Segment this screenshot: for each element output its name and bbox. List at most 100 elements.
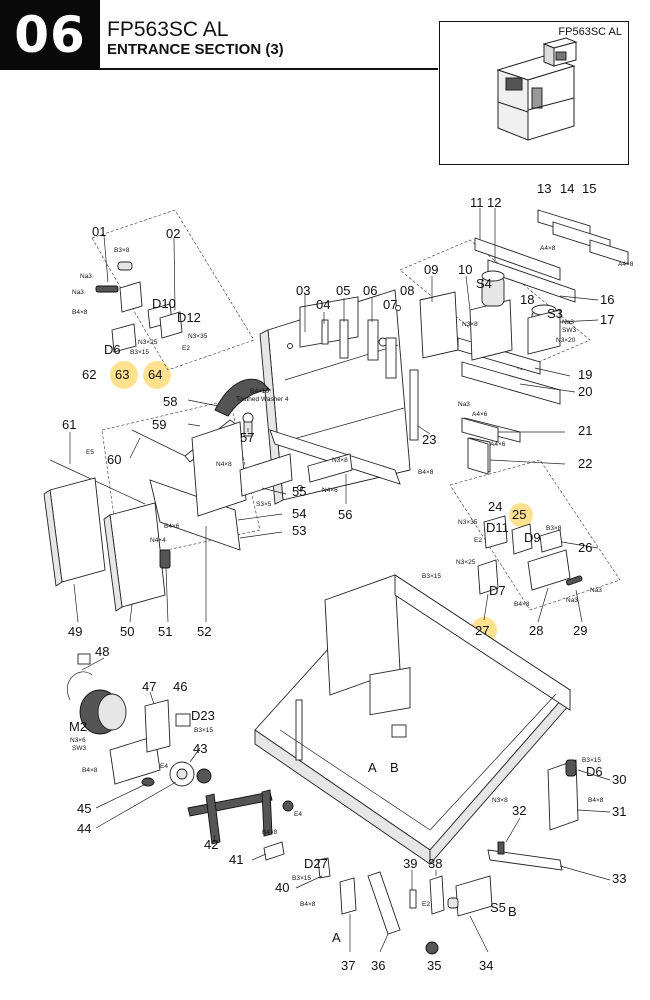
- part-number: 18: [520, 292, 534, 307]
- screw-label: N3×25: [456, 559, 476, 566]
- part-number: 36: [371, 958, 385, 973]
- screw-label: Na3: [590, 587, 602, 594]
- part-number: 40: [275, 880, 289, 895]
- sensor-brackets: [419, 270, 561, 361]
- right-mid-group: [477, 515, 583, 595]
- part-number: 23: [422, 432, 436, 447]
- part-number: 53: [292, 523, 306, 538]
- part-number: 25: [512, 507, 526, 522]
- highlight-63: [110, 361, 138, 389]
- screw-label: A4×6: [490, 441, 506, 448]
- part-number: 15: [582, 181, 596, 196]
- component-label: D23: [191, 708, 215, 723]
- section-number-badge: 06: [0, 0, 100, 70]
- screw-label: N3×8: [462, 321, 478, 328]
- screw-label: B3×8: [114, 247, 130, 254]
- screw-label: B3×15: [130, 349, 149, 356]
- part-number: 48: [95, 644, 109, 659]
- component-label: S3: [547, 306, 563, 321]
- screw-label: E2: [182, 345, 190, 352]
- component-label: D27: [304, 856, 328, 871]
- part-number: 19: [578, 367, 592, 382]
- part-number: 54: [292, 506, 306, 521]
- part-number: 28: [529, 623, 543, 638]
- screw-label: Na3: [72, 289, 84, 296]
- part-number: 02: [166, 226, 180, 241]
- screw-label: E5: [86, 449, 94, 456]
- screw-label: B4×8: [588, 797, 604, 804]
- screw-label: A4×8: [618, 261, 634, 268]
- screw-label: N3×25: [138, 339, 158, 346]
- part-number: 60: [107, 452, 121, 467]
- part-number: 63: [115, 367, 129, 382]
- part-number: 56: [338, 507, 352, 522]
- part-number: 41: [229, 852, 243, 867]
- part-number: 32: [512, 803, 526, 818]
- part-number: 34: [479, 958, 493, 973]
- screw-label: A4×6: [472, 411, 488, 418]
- part-number: 58: [163, 394, 177, 409]
- component-label: D12: [177, 310, 201, 325]
- part-number: 08: [400, 283, 414, 298]
- screw-label: Na3: [566, 597, 578, 604]
- screw-label: S3×5: [256, 501, 272, 508]
- part-number: 35: [427, 958, 441, 973]
- part-number: 30: [612, 772, 626, 787]
- left-top-group: [95, 261, 183, 353]
- title-underline: [100, 68, 438, 70]
- screw-label: B3×8: [546, 525, 562, 532]
- component-label: A: [368, 760, 377, 775]
- screw-label: Na3: [458, 401, 470, 408]
- component-label: B: [390, 760, 399, 775]
- part-number: 33: [612, 871, 626, 886]
- screw-label: B3×15: [194, 727, 213, 734]
- screw-label: B4×8: [418, 469, 434, 476]
- part-number: 17: [600, 312, 614, 327]
- small-parts-04-08: [321, 319, 419, 441]
- component-label: A: [332, 930, 341, 945]
- part-number: 03: [296, 283, 310, 298]
- part-number: 14: [560, 181, 574, 196]
- screw-label: N3×35: [188, 333, 208, 340]
- screw-label: N4×6: [322, 487, 338, 494]
- part-number: 59: [152, 417, 166, 432]
- screw-label: N4×4: [150, 537, 166, 544]
- part-number-labels: 01 02 03 04 05 06 07 08 09 10 11 12 13 1…: [62, 181, 626, 973]
- component-label: S4: [476, 276, 492, 291]
- screw-label: E2: [474, 537, 482, 544]
- part-number: 43: [193, 741, 207, 756]
- screw-label: B4×8: [514, 601, 530, 608]
- part-number: 31: [612, 804, 626, 819]
- component-label: B: [508, 904, 517, 919]
- screw-label: E2: [422, 901, 430, 908]
- part-number: 51: [158, 624, 172, 639]
- component-label: M2: [69, 719, 87, 734]
- part-number: 13: [537, 181, 551, 196]
- part-number: 16: [600, 292, 614, 307]
- part-number: 22: [578, 456, 592, 471]
- part-number: 46: [173, 679, 187, 694]
- part-number: 07: [383, 297, 397, 312]
- screw-label: Na3: [80, 273, 92, 280]
- exploded-parts-diagram: 01 02 03 04 05 06 07 08 09 10 11 12 13 1…: [43, 181, 634, 973]
- link-arm: [187, 789, 294, 861]
- machine-thumbnail: FP563SC AL: [439, 21, 629, 165]
- rail-plate: [269, 417, 499, 485]
- part-number: 10: [458, 262, 472, 277]
- screw-label: B4×6: [164, 523, 180, 530]
- screw-label: A4×8: [540, 245, 556, 252]
- washer-label: Toothed Washer 4: [236, 396, 289, 403]
- part-number: 45: [77, 801, 91, 816]
- component-label: D6: [104, 342, 121, 357]
- part-number: 09: [424, 262, 438, 277]
- component-label: D6: [586, 764, 603, 779]
- screw-label: B4×8: [82, 767, 98, 774]
- leader-lines: [69, 208, 611, 955]
- component-label: D7: [489, 583, 506, 598]
- screw-label: B4×8: [262, 829, 278, 836]
- part-number: 42: [204, 837, 218, 852]
- part-number: 29: [573, 623, 587, 638]
- screw-label: N4×8: [216, 461, 232, 468]
- part-number: 57: [240, 430, 254, 445]
- screw-label: B4×8: [300, 901, 316, 908]
